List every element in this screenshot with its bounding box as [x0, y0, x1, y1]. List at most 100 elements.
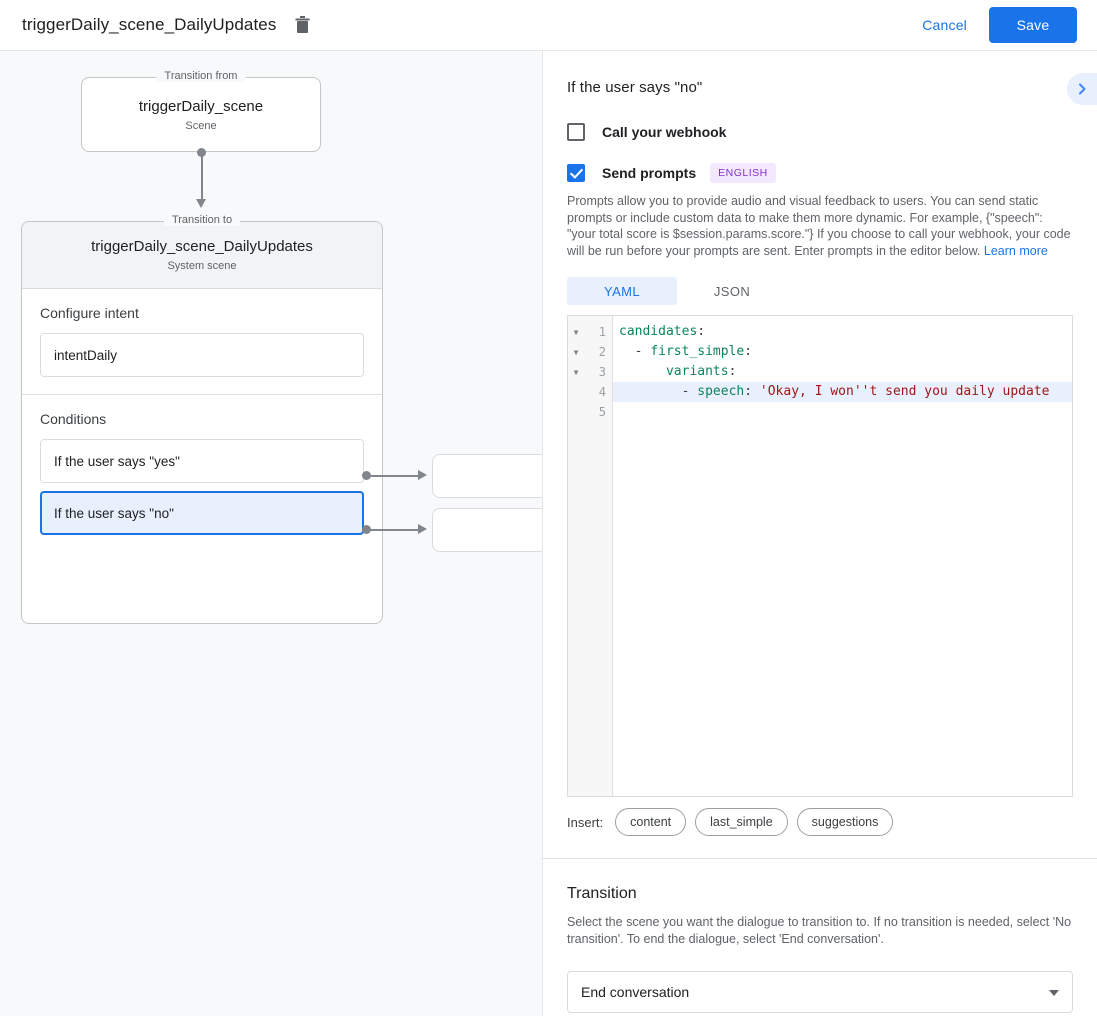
condition-item-yes[interactable]: If the user says "yes": [40, 439, 364, 483]
code-token: :: [744, 384, 760, 399]
transition-to-header: triggerDaily_scene_DailyUpdates System s…: [22, 222, 382, 289]
code-token: candidates: [619, 324, 698, 339]
gutter-row: ▼4: [568, 382, 612, 402]
fold-placeholder-icon: ▼: [568, 388, 584, 397]
gutter-row: ▼1: [568, 322, 612, 342]
condition-no-edge: [370, 529, 420, 531]
prompts-helper-body: Prompts allow you to provide audio and v…: [567, 194, 1071, 258]
condition-yes-edge: [370, 475, 420, 477]
transition-from-node[interactable]: Transition from triggerDaily_scene Scene: [81, 70, 321, 152]
line-number: 4: [598, 385, 606, 399]
transition-section: Transition Select the scene you want the…: [543, 885, 1097, 1013]
code-token: 'Okay, I won''t send you daily update: [759, 384, 1050, 399]
conditions-label: Conditions: [40, 411, 107, 427]
code-line[interactable]: - speech: 'Okay, I won''t send you daily…: [613, 382, 1072, 402]
insert-chip-last-simple[interactable]: last_simple: [695, 808, 788, 836]
target-node-no[interactable]: [432, 508, 542, 552]
panel-header: If the user says "no": [567, 51, 1097, 123]
fold-toggle-icon[interactable]: ▼: [573, 327, 579, 337]
call-webhook-checkbox-row[interactable]: Call your webhook: [567, 123, 1073, 141]
learn-more-link[interactable]: Learn more: [983, 243, 1048, 258]
trash-icon: [295, 16, 310, 33]
code-token: first_simple: [650, 344, 745, 359]
line-number: 5: [598, 405, 606, 419]
prompts-helper-text: Prompts allow you to provide audio and v…: [567, 193, 1073, 259]
condition-yes-arrowhead-icon: [418, 470, 427, 480]
expand-panel-button[interactable]: [1067, 73, 1097, 105]
tab-json[interactable]: JSON: [713, 283, 751, 299]
code-line[interactable]: [613, 402, 1072, 422]
tab-yaml[interactable]: YAML: [567, 277, 677, 305]
editor-gutter: ▼1 ▼2 ▼3 ▼4 ▼5: [568, 316, 613, 796]
conditions-section: Conditions If the user says "yes" If the…: [22, 395, 382, 535]
scene-graph-canvas[interactable]: Transition from triggerDaily_scene Scene…: [0, 51, 542, 1016]
condition-item-no[interactable]: If the user says "no": [40, 491, 364, 535]
gutter-row: ▼5: [568, 402, 612, 422]
top-bar: triggerDaily_scene_DailyUpdates Cancel S…: [0, 0, 1097, 51]
insert-label: Insert:: [567, 814, 604, 830]
target-node-yes[interactable]: [432, 454, 542, 498]
code-token: variants: [665, 364, 729, 379]
transition-select-value: End conversation: [581, 984, 690, 1000]
gutter-row: ▼3: [568, 362, 612, 382]
prompt-code-editor[interactable]: ▼1 ▼2 ▼3 ▼4 ▼5 candidates: - first_simpl…: [567, 315, 1073, 797]
panel-section-divider: [543, 858, 1097, 859]
line-number: 3: [598, 365, 606, 379]
code-line[interactable]: - first_simple:: [613, 342, 1072, 362]
insert-chips-row: Insert: content last_simple suggestions: [567, 808, 1073, 858]
code-token: :: [728, 364, 737, 379]
fold-toggle-icon[interactable]: ▼: [573, 367, 579, 377]
edge-line: [201, 152, 203, 202]
transition-description: Select the scene you want the dialogue t…: [567, 915, 1072, 946]
transition-title: Transition: [567, 885, 637, 902]
transition-from-name: triggerDaily_scene: [138, 97, 264, 115]
transition-from-type: Scene: [185, 119, 217, 132]
condition-no-output-dot: [362, 525, 371, 534]
transition-to-name: triggerDaily_scene_DailyUpdates: [91, 238, 313, 255]
call-webhook-label: Call your webhook: [602, 124, 727, 140]
line-number: 2: [598, 345, 606, 359]
page-title: triggerDaily_scene_DailyUpdates: [22, 15, 277, 34]
editor-code-area[interactable]: candidates: - first_simple: variants: - …: [613, 316, 1072, 796]
code-line[interactable]: candidates:: [613, 322, 1072, 342]
details-panel: If the user says "no" Call your webhook …: [542, 51, 1097, 1016]
insert-chip-suggestions[interactable]: suggestions: [796, 808, 894, 836]
gutter-row: ▼2: [568, 342, 612, 362]
fold-toggle-icon[interactable]: ▼: [573, 347, 579, 357]
configure-intent-section: Configure intent intentDaily: [22, 289, 382, 377]
panel-header-section: If the user says "no" Call your webhook …: [543, 51, 1097, 858]
code-token: -: [619, 344, 651, 359]
transition-to-legend: Transition to: [163, 214, 241, 226]
section-divider: [22, 394, 382, 395]
save-button[interactable]: Save: [989, 7, 1077, 43]
code-token: speech: [697, 384, 745, 399]
code-token: [619, 364, 666, 379]
line-number: 1: [598, 325, 606, 339]
code-token: :: [744, 344, 753, 359]
delete-button[interactable]: [290, 13, 314, 37]
editor-format-tabs: YAML JSON: [567, 277, 1073, 305]
code-token: :: [697, 324, 706, 339]
condition-no-arrowhead-icon: [418, 524, 427, 534]
fold-placeholder-icon: ▼: [568, 408, 584, 417]
code-line[interactable]: variants:: [613, 362, 1072, 382]
call-webhook-checkbox[interactable]: [567, 123, 585, 141]
send-prompts-checkbox[interactable]: [567, 164, 585, 182]
panel-title: If the user says "no": [567, 78, 703, 96]
transition-select[interactable]: End conversation: [567, 971, 1073, 1013]
chevron-down-icon: [1049, 990, 1059, 996]
cancel-button[interactable]: Cancel: [912, 9, 977, 41]
transition-to-type: System scene: [167, 260, 237, 272]
transition-from-legend: Transition from: [156, 70, 246, 82]
transition-to-node[interactable]: Transition to triggerDaily_scene_DailyUp…: [21, 214, 383, 624]
intent-field[interactable]: intentDaily: [40, 333, 364, 377]
chevron-right-icon: [1079, 83, 1086, 95]
send-prompts-checkbox-row[interactable]: Send prompts ENGLISH: [567, 163, 1073, 183]
configure-intent-label: Configure intent: [40, 305, 139, 321]
edge-arrowhead-icon: [196, 199, 206, 208]
insert-chip-content[interactable]: content: [615, 808, 687, 836]
condition-yes-output-dot: [362, 471, 371, 480]
send-prompts-label: Send prompts: [602, 165, 697, 181]
code-token: -: [619, 384, 698, 399]
language-badge: ENGLISH: [710, 163, 776, 183]
